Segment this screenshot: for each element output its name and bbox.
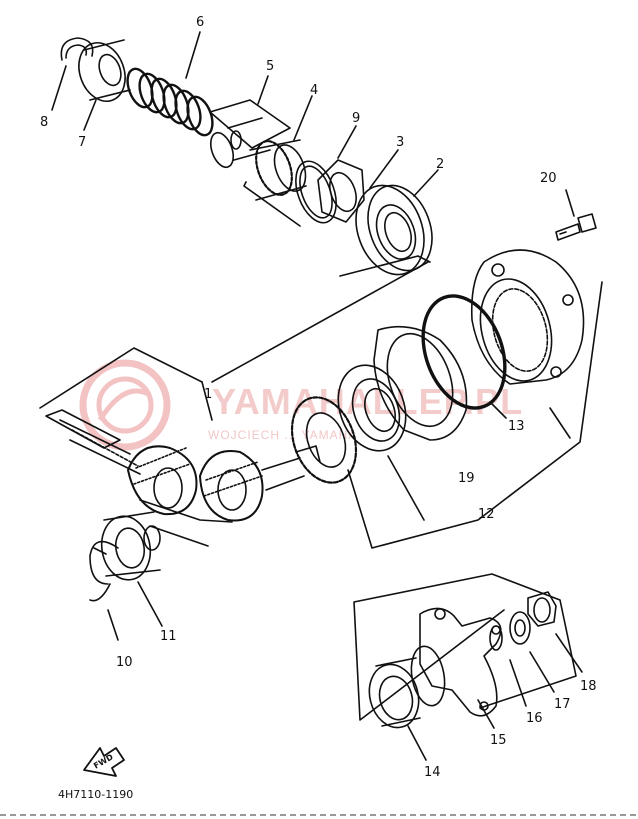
part-label-4: 4	[310, 83, 319, 98]
watermark-subtext: WOJCIECH ... YAMAHA	[208, 428, 358, 442]
bolt-20	[555, 213, 597, 241]
upper-shaft-assembly	[60, 37, 433, 277]
hub-assembly	[353, 573, 583, 761]
part-label-1: 1	[204, 387, 213, 402]
part-label-12: 12	[478, 507, 495, 522]
diagram-part-code: 4H7110-1190	[58, 788, 134, 801]
fwd-arrow-icon	[83, 747, 125, 777]
part-label-13: 13	[508, 419, 525, 434]
part-label-3: 3	[396, 135, 405, 150]
part-label-2: 2	[436, 157, 445, 172]
part-label-16: 16	[526, 711, 543, 726]
part-label-14: 14	[424, 765, 441, 780]
part-label-15: 15	[490, 733, 507, 748]
part-label-11: 11	[160, 629, 177, 644]
part-label-5: 5	[266, 59, 275, 74]
part-label-8: 8	[40, 115, 49, 130]
part-label-17: 17	[554, 697, 571, 712]
part-label-9: 9	[352, 111, 361, 126]
part-label-10: 10	[116, 655, 133, 670]
part-label-20: 20	[540, 171, 557, 186]
housing-assembly	[290, 249, 603, 549]
part-label-19: 19	[458, 471, 475, 486]
drive-shaft-assembly	[39, 261, 429, 641]
upper-leaders	[51, 31, 575, 217]
part-label-18: 18	[580, 679, 597, 694]
part-label-6: 6	[196, 15, 205, 30]
part-label-7: 7	[78, 135, 87, 150]
bottom-rule	[0, 814, 638, 816]
